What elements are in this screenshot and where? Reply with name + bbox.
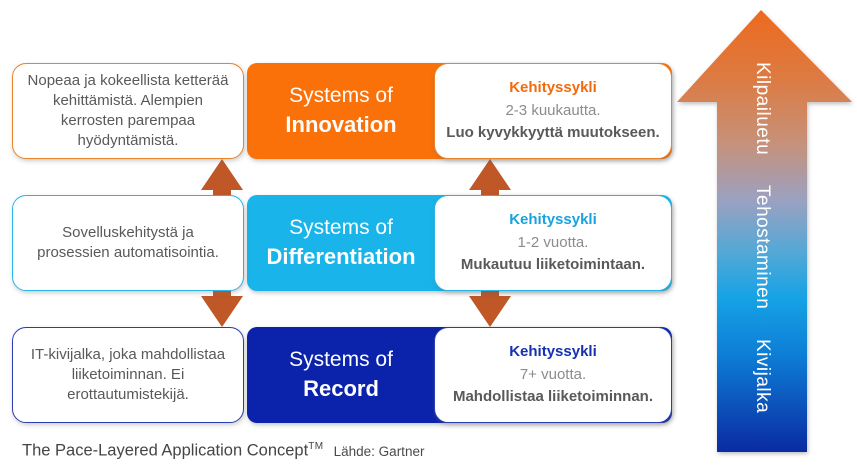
record-description-box: IT-kivijalka, joka mahdollistaa liiketoi… xyxy=(12,327,244,423)
cycle-note: Mahdollistaa liiketoiminnan. xyxy=(452,388,654,406)
cycle-note: Mukautuu liiketoimintaan. xyxy=(460,256,646,274)
innovation-band-label: Systems of Innovation xyxy=(247,63,435,159)
cycle-title: Kehityssykli xyxy=(509,79,597,97)
differentiation-band-label: Systems of Differentiation xyxy=(247,195,435,291)
caption-title: The Pace-Layered Application Concept xyxy=(22,441,309,460)
cycle-duration: 7+ vuotta. xyxy=(519,365,587,383)
band-line1: Systems of xyxy=(289,215,393,239)
arrow-label-kivijalka: Kivijalka xyxy=(752,339,773,414)
band-line2: Record xyxy=(303,376,379,402)
record-band-label: Systems of Record xyxy=(247,327,435,423)
cycle-note: Luo kyvykkyyttä muutokseen. xyxy=(446,124,660,142)
innovation-description-text: Nopeaa ja kokeellista ketterää kehittämi… xyxy=(27,72,229,149)
differentiation-description-text: Sovelluskehitystä ja prosessien automati… xyxy=(37,224,219,261)
record-description-text: IT-kivijalka, joka mahdollistaa liiketoi… xyxy=(30,346,226,403)
cycle-duration: 2-3 kuukautta. xyxy=(505,101,601,119)
caption-trademark: TM xyxy=(308,441,324,452)
pace-gradient-up-arrow-icon xyxy=(672,6,855,459)
record-cycle-box: Kehityssykli 7+ vuotta. Mahdollistaa lii… xyxy=(434,327,672,423)
band-line2: Differentiation xyxy=(266,244,416,270)
diagram-caption: The Pace-Layered Application ConceptTM Lä… xyxy=(22,441,424,461)
caption-source: Lähde: Gartner xyxy=(333,443,425,459)
layer-row-differentiation: Systems of Differentiation Sovelluskehit… xyxy=(12,195,672,291)
cycle-title: Kehityssykli xyxy=(509,343,597,361)
band-line2: Innovation xyxy=(285,112,397,138)
innovation-description-box: Nopeaa ja kokeellista ketterää kehittämi… xyxy=(12,63,244,159)
innovation-cycle-box: Kehityssykli 2-3 kuukautta. Luo kyvykkyy… xyxy=(434,63,672,159)
cycle-duration: 1-2 vuotta. xyxy=(517,233,589,251)
big-arrow-labels: Kilpailuetu Tehostaminen Kivijalka xyxy=(717,62,807,434)
differentiation-description-box: Sovelluskehitystä ja prosessien automati… xyxy=(12,195,244,291)
band-line1: Systems of xyxy=(289,347,393,371)
layer-row-record: Systems of Record IT-kivijalka, joka mah… xyxy=(12,327,672,423)
layer-row-innovation: Systems of Innovation Nopeaa ja kokeelli… xyxy=(12,63,672,159)
differentiation-cycle-box: Kehityssykli 1-2 vuotta. Mukautuu liiket… xyxy=(434,195,672,291)
band-line1: Systems of xyxy=(289,83,393,107)
cycle-title: Kehityssykli xyxy=(509,211,597,229)
arrow-label-kilpailuetu: Kilpailuetu xyxy=(752,62,773,156)
arrow-label-tehostaminen: Tehostaminen xyxy=(752,185,773,310)
